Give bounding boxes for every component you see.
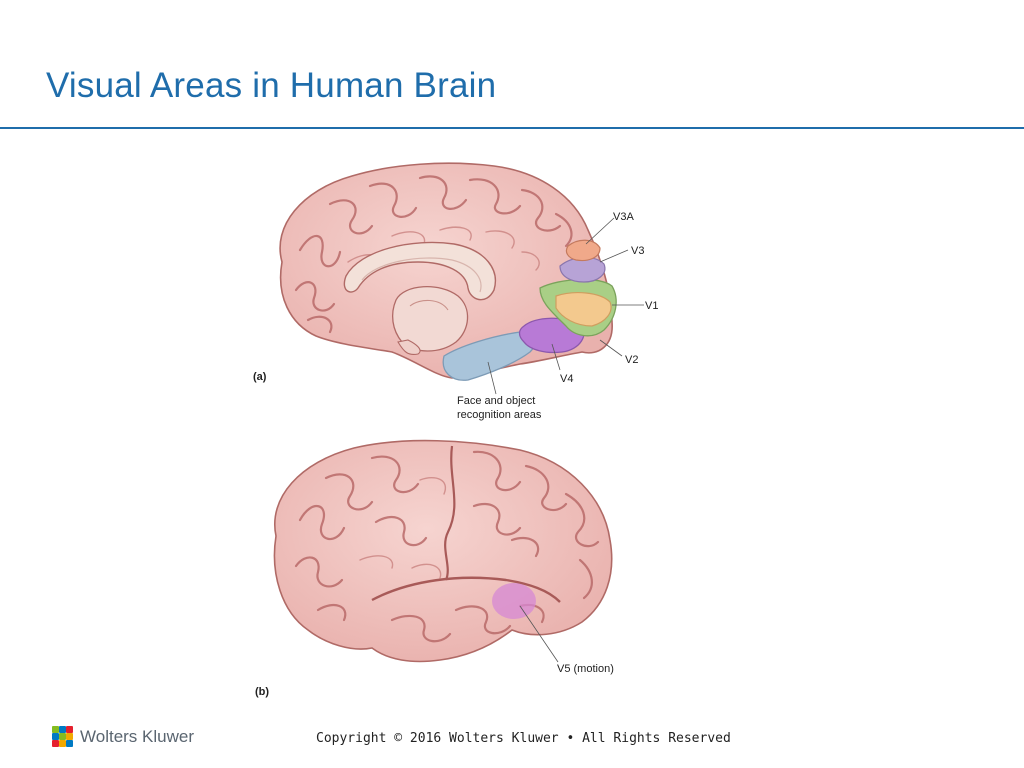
label-v3: V3	[631, 245, 644, 257]
panel-label-a: (a)	[253, 371, 267, 383]
v5-area	[492, 583, 536, 619]
lateral-brain-view: V5 (motion) (b)	[255, 439, 614, 698]
label-v2: V2	[625, 354, 638, 366]
v3a-area	[565, 239, 601, 262]
label-face-line2: recognition areas	[457, 409, 542, 421]
label-v3a: V3A	[613, 211, 634, 223]
v4-leader	[551, 343, 561, 371]
label-v1: V1	[645, 300, 658, 312]
label-v4: V4	[560, 373, 573, 385]
face-leader	[487, 361, 497, 395]
brand-name: Wolters Kluwer	[80, 727, 194, 746]
copyright-notice: Copyright © 2016 Wolters Kluwer • All Ri…	[316, 731, 731, 746]
slide-title: Visual Areas in Human Brain	[46, 66, 497, 105]
wolters-kluwer-logo: Wolters Kluwer	[52, 726, 194, 748]
label-v5: V5 (motion)	[557, 663, 614, 675]
v3-leader	[599, 249, 629, 263]
v1-area	[555, 292, 612, 327]
title-divider	[0, 127, 1024, 129]
lateral-cortex	[273, 439, 613, 663]
v2-leader	[599, 339, 623, 357]
face-object-area	[442, 331, 536, 381]
medial-brain-view: V3A V3 V1 V2 V4 Face and object recognit…	[253, 162, 658, 421]
thalamus	[391, 285, 469, 352]
brainstem	[397, 339, 421, 356]
wolters-kluwer-logo-icon	[52, 726, 74, 748]
panel-label-b: (b)	[255, 686, 269, 698]
v5-leader	[519, 605, 559, 663]
corpus-callosum	[343, 241, 496, 301]
label-face-line1: Face and object	[457, 395, 535, 407]
v3a-leader	[585, 217, 615, 245]
